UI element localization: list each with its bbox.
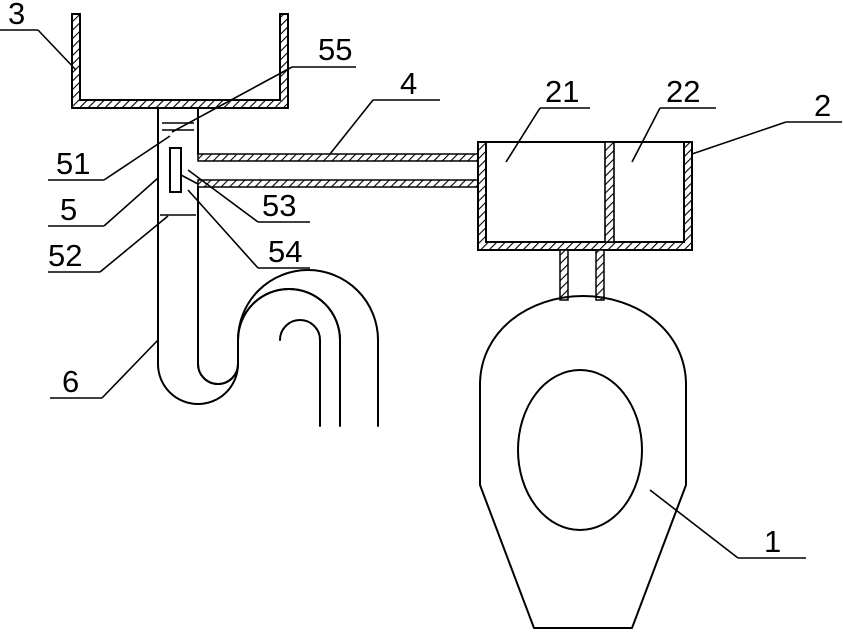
label-2: 2 <box>814 88 831 123</box>
connecting-pipe <box>197 153 481 188</box>
toilet-bowl <box>479 295 687 629</box>
upper-tank <box>71 13 289 109</box>
label-53: 53 <box>262 188 296 223</box>
cistern-outlet-pipe <box>559 249 605 301</box>
float-element <box>169 147 182 193</box>
chamber-divider <box>604 141 615 243</box>
cistern <box>477 141 693 251</box>
label-54: 54 <box>268 234 302 269</box>
reference-numerals: 3 55 4 21 22 2 51 5 53 52 54 6 1 <box>8 0 831 559</box>
label-4: 4 <box>400 66 417 101</box>
label-22: 22 <box>666 74 700 109</box>
label-21: 21 <box>545 74 579 109</box>
label-6: 6 <box>62 364 79 399</box>
label-55: 55 <box>318 32 352 67</box>
s-trap-pipe <box>157 215 379 427</box>
label-5: 5 <box>60 192 77 227</box>
label-3: 3 <box>8 0 25 31</box>
label-51: 51 <box>56 146 90 181</box>
label-1: 1 <box>764 524 781 559</box>
label-52: 52 <box>48 238 82 273</box>
tank-outlet-neck <box>157 107 199 131</box>
leader-lines <box>0 29 842 559</box>
